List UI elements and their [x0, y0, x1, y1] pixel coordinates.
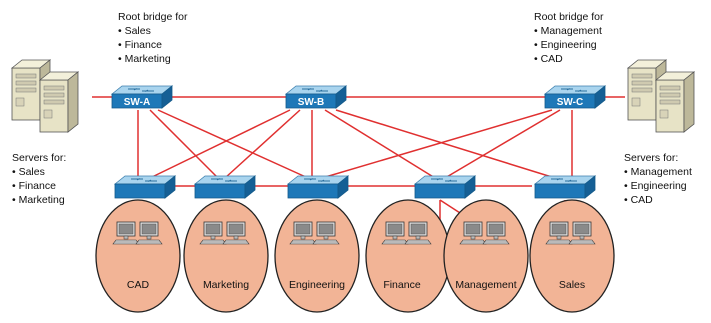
dept-bubble-engineering [274, 199, 360, 313]
right-server-group [627, 59, 695, 133]
root-note-right: Root bridge for • Management • Engineeri… [534, 11, 604, 65]
root-note-left: Root bridge for • Sales • Finance • Mark… [118, 11, 188, 65]
access-switch-finance-management [414, 175, 476, 199]
desktop-computer-icon [568, 221, 596, 245]
access-switch-marketing [194, 175, 256, 199]
root-note-left-item: • Finance [118, 39, 162, 51]
dept-label-engineering: Engineering [289, 279, 345, 291]
dept-bubble-sales [529, 199, 615, 313]
server-note-left: Servers for: • Sales • Finance • Marketi… [12, 152, 66, 206]
desktop-computer-icon [112, 221, 140, 245]
dept-label-sales: Sales [559, 279, 585, 291]
link-sw-c-access-finance [444, 109, 561, 179]
server-note-left-item: • Marketing [12, 194, 65, 206]
department-labels: CAD Marketing Engineering Finance Manage… [127, 279, 585, 291]
server-tower-icon [39, 71, 79, 133]
core-switch-sw-a: SW-A [111, 85, 173, 109]
dept-bubble-finance [365, 199, 451, 313]
desktop-computer-icon [222, 221, 250, 245]
server-note-right-heading: Servers for: [624, 152, 678, 164]
link-sw-a-access-engineering [157, 109, 309, 179]
left-server-group [11, 59, 79, 133]
link-sw-b-access-cad [149, 109, 291, 179]
root-note-left-heading: Root bridge for [118, 11, 188, 23]
core-switch-sw-b: SW-B [285, 85, 347, 109]
dept-label-finance: Finance [383, 279, 421, 291]
dept-label-cad: CAD [127, 279, 150, 291]
access-switch-cad [114, 175, 176, 199]
server-note-right: Servers for: • Management • Engineering … [624, 152, 692, 206]
server-note-right-item: • CAD [624, 194, 653, 206]
desktop-computer-icon [312, 221, 340, 245]
dept-label-marketing: Marketing [203, 279, 249, 291]
server-note-left-item: • Sales [12, 166, 45, 178]
link-sw-a-access-marketing [149, 109, 219, 179]
server-note-left-heading: Servers for: [12, 152, 66, 164]
root-note-right-heading: Root bridge for [534, 11, 604, 23]
desktop-computer-icon [545, 221, 573, 245]
server-note-right-item: • Engineering [624, 180, 687, 192]
server-note-left-item: • Finance [12, 180, 56, 192]
desktop-computer-icon [289, 221, 317, 245]
access-switch-sales [534, 175, 596, 199]
root-note-left-item: • Marketing [118, 53, 171, 65]
department-groups [95, 199, 615, 313]
link-sw-b-access-marketing [224, 109, 301, 179]
desktop-computer-icon [459, 221, 487, 245]
switch-label-sw-c: SW-C [557, 97, 583, 108]
switch-label-sw-b: SW-B [298, 97, 324, 108]
network-links [92, 96, 625, 223]
server-tower-icon [655, 71, 695, 133]
desktop-computer-icon [199, 221, 227, 245]
dept-bubble-cad [95, 199, 181, 313]
link-sw-b-access-finance [324, 109, 436, 179]
desktop-computer-icon [135, 221, 163, 245]
root-note-left-item: • Sales [118, 25, 151, 37]
server-note-right-item: • Management [624, 166, 692, 178]
access-switch-engineering [287, 175, 349, 199]
link-sw-c-access-engineering [321, 109, 553, 179]
switch-label-sw-a: SW-A [124, 97, 150, 108]
dept-bubble-management [443, 199, 529, 313]
dept-label-management: Management [455, 279, 516, 291]
root-note-right-item: • Engineering [534, 39, 597, 51]
desktop-computer-icon [404, 221, 432, 245]
core-switch-sw-c: SW-C [544, 85, 606, 109]
desktop-computer-icon [381, 221, 409, 245]
dept-bubble-marketing [183, 199, 269, 313]
root-note-right-item: • CAD [534, 53, 563, 65]
access-switches [114, 175, 596, 199]
desktop-computer-icon [482, 221, 510, 245]
root-note-right-item: • Management [534, 25, 602, 37]
link-sw-b-access-sales [335, 109, 556, 179]
